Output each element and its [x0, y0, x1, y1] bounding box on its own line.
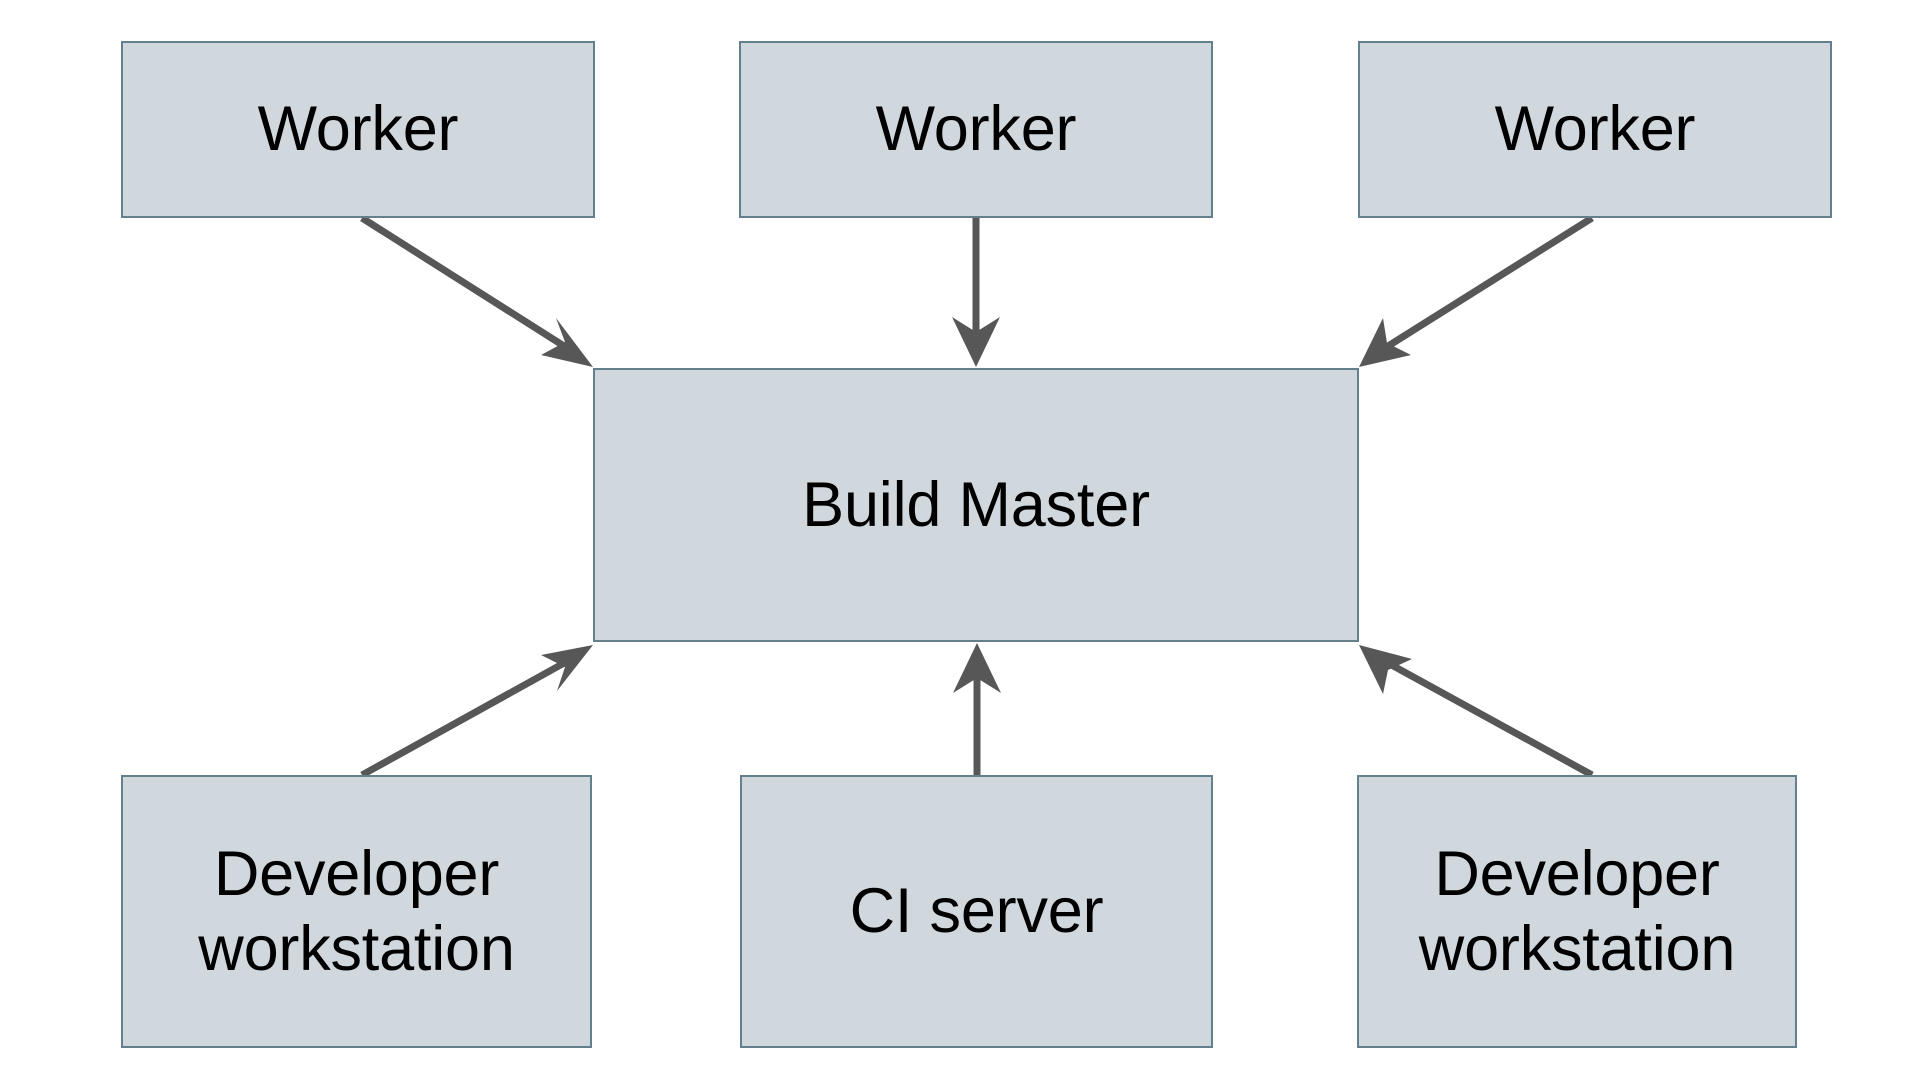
node-developer-workstation-right[interactable]: Developer workstation	[1357, 775, 1797, 1048]
node-build-master[interactable]: Build Master	[593, 368, 1359, 642]
node-developer-workstation-left[interactable]: Developer workstation	[121, 775, 592, 1048]
node-label: CI server	[849, 876, 1104, 947]
edge-devright-to-master	[1359, 645, 1594, 779]
node-worker-1[interactable]: Worker	[121, 41, 595, 218]
node-label: Developer workstation	[1418, 839, 1736, 984]
edge-worker1-to-master	[360, 215, 593, 367]
edge-worker2-to-master	[952, 218, 1000, 367]
node-worker-2[interactable]: Worker	[739, 41, 1213, 218]
node-label: Worker	[257, 94, 459, 165]
edge-worker3-to-master	[1359, 215, 1594, 367]
edge-ci-to-master	[953, 643, 1001, 775]
node-label: Worker	[1494, 94, 1696, 165]
node-label: Worker	[875, 94, 1077, 165]
edge-devleft-to-master	[360, 645, 593, 779]
node-worker-3[interactable]: Worker	[1358, 41, 1832, 218]
node-ci-server[interactable]: CI server	[740, 775, 1213, 1048]
node-label: Developer workstation	[198, 839, 515, 984]
node-label: Build Master	[802, 469, 1150, 540]
